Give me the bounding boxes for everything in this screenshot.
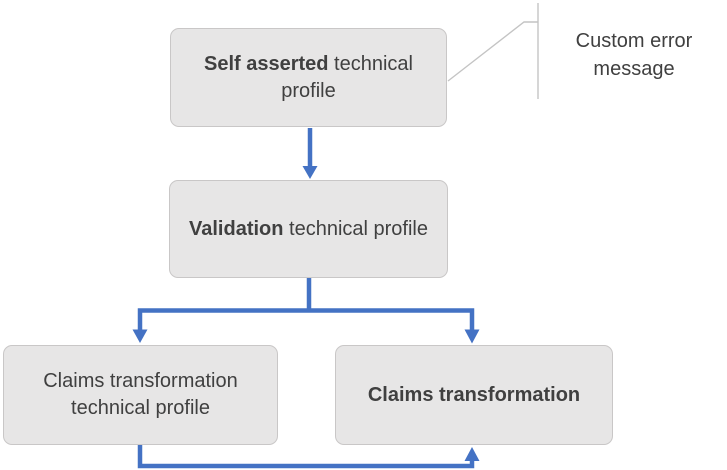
loop-connector-shaft: [137, 445, 475, 469]
node-label: Claims transformation: [368, 382, 580, 409]
node-validation-technical-profile: Validation technical profile: [169, 180, 448, 278]
node-label: Validation technical profile: [189, 216, 428, 243]
node-claims-transformation-technical-profile: Claims transformation technical profile: [3, 345, 278, 445]
node-label-bold: Validation: [189, 217, 284, 240]
arrowhead-down-icon: [302, 166, 318, 179]
arrowhead-up-icon: [464, 447, 480, 461]
node-label-regular: Claims transformation technical profile: [43, 370, 238, 419]
node-claims-transformation: Claims transformation: [335, 345, 613, 445]
node-self-asserted-technical-profile: Self asserted technical profile: [170, 28, 447, 127]
arrowhead-down-icon: [464, 329, 480, 344]
arrowhead-down-icon: [132, 329, 148, 343]
node-label-regular: technical profile: [281, 52, 413, 102]
node-label-bold: Self asserted: [203, 52, 329, 75]
callout-leader-line: [447, 21, 538, 82]
node-label: Claims transformation technical profile: [20, 368, 261, 422]
node-label-bold: Claims transformation: [367, 383, 581, 406]
node-label: Self asserted technical profile: [187, 51, 430, 105]
callout-custom-error-message: Custom error message: [575, 30, 693, 80]
branch-connector-shaft: [137, 278, 475, 330]
node-label-regular: technical profile: [283, 217, 428, 240]
